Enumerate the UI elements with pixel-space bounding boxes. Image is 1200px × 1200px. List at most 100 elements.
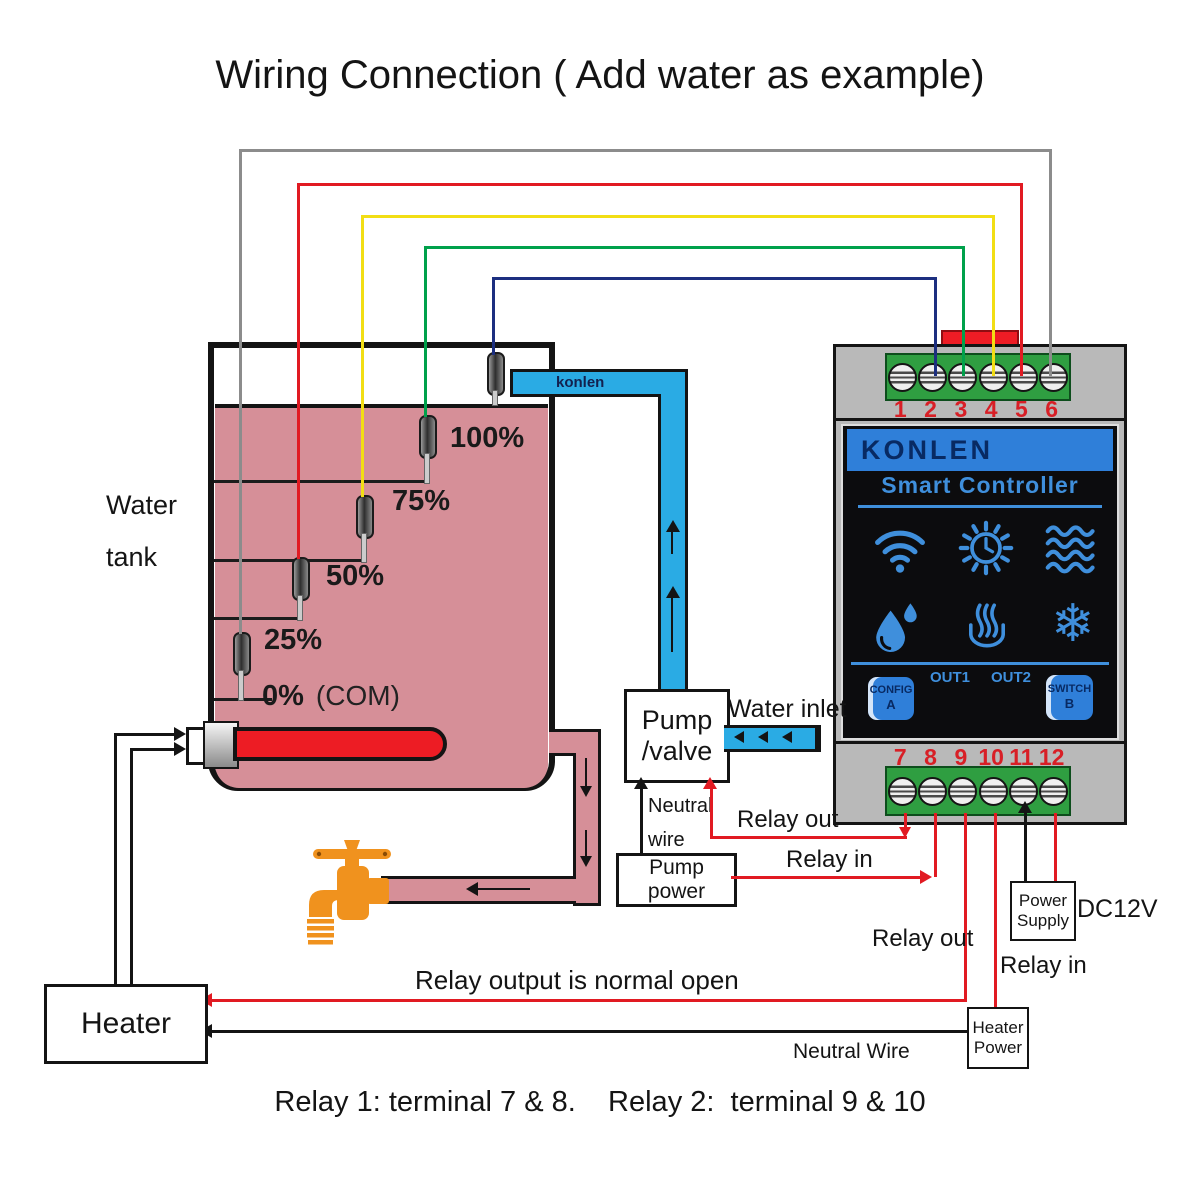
- wire-red-top: [297, 183, 1023, 186]
- level-line-75: [214, 559, 364, 562]
- fill-flow-arrow2-icon: [666, 586, 680, 598]
- wire-red-left: [297, 183, 300, 559]
- wifi-icon: [872, 520, 928, 576]
- terminal-block-bottom: [885, 766, 1071, 816]
- terminal-screw-6: [1038, 362, 1068, 392]
- wire-green-top: [424, 246, 965, 249]
- pump-power-box: Pump power: [616, 853, 737, 907]
- terminal-number-12: 12: [1038, 744, 1065, 770]
- heater-wire2-h: [130, 748, 176, 751]
- switch-b-line1: SWITCH: [1047, 683, 1092, 696]
- terminal-number-10: 10: [978, 744, 1004, 770]
- terminal-screw-2: [918, 362, 948, 392]
- drain-flow-arrow3-icon: [466, 882, 478, 896]
- fill-flow-arrow2-tail: [671, 598, 673, 652]
- fill-flow-arrow-tail: [671, 530, 673, 554]
- wire-navy-left: [492, 277, 495, 355]
- config-a-line2: A: [886, 697, 896, 713]
- terminal-number-2: 2: [924, 396, 937, 422]
- heater-box: Heater: [44, 984, 208, 1064]
- level-label-75: 75%: [392, 485, 451, 517]
- terminal-block-top: [885, 353, 1071, 401]
- wire-red-right: [1020, 183, 1023, 376]
- water-inlet-label: Water inlet: [728, 695, 847, 723]
- relay-out-pump-v2: [710, 788, 713, 839]
- wire-gray-left: [239, 149, 242, 634]
- heater-wire1-h: [114, 733, 176, 736]
- out1-label: OUT1: [929, 669, 970, 686]
- timer-icon: [958, 520, 1014, 576]
- page-title: Wiring Connection ( Add water as example…: [215, 53, 985, 97]
- relay-in-pump-v: [934, 813, 937, 877]
- switch-b-button: SWITCH B: [1046, 675, 1093, 720]
- wire-yellow-right: [992, 215, 995, 376]
- inlet-flow-arrow2: [758, 731, 768, 743]
- sensor-100-stem: [424, 453, 430, 484]
- sensor-25-stem: [238, 670, 244, 701]
- level-label-0: 0% (COM): [262, 680, 400, 713]
- fill-pipe-v: [661, 372, 685, 692]
- pump-neutral-label-line1: Neutral: [648, 795, 713, 817]
- heater-wire2-v: [130, 748, 133, 984]
- neutral-wire-bottom: [212, 1030, 967, 1033]
- power-supply-wire-red: [1054, 813, 1057, 883]
- terminal-screw-8: [918, 776, 948, 806]
- faucet-icon: [307, 840, 391, 945]
- sensor-75-stem: [361, 533, 367, 563]
- terminal-number-8: 8: [924, 744, 937, 770]
- drain-flow-arrow3-tail: [478, 888, 530, 890]
- level-line-50: [214, 617, 300, 620]
- relay-out-pump-arrow-up: [703, 777, 717, 789]
- heater-wire1-arrow: [174, 727, 186, 741]
- heater-box-label: Heater: [80, 1007, 172, 1040]
- wire-yellow-top: [361, 215, 995, 218]
- wire-green-right: [962, 246, 965, 376]
- level-label-50: 50%: [326, 560, 385, 592]
- wire-gray-top: [239, 149, 1052, 152]
- drain-pipe-vert: [576, 732, 598, 903]
- power-supply-line2: Supply: [1017, 911, 1069, 930]
- pump-power-label: Pump power: [647, 856, 706, 903]
- inlet-pipe: [724, 728, 815, 749]
- terminal-number-3: 3: [954, 396, 968, 422]
- snowflake-glyph: ❄: [1051, 594, 1095, 654]
- drain-flow-arrow2-tail: [585, 830, 587, 856]
- terminal-number-7: 7: [893, 744, 907, 770]
- heater-power-box: Heater Power: [967, 1007, 1029, 1069]
- pump-neutral-wire: [640, 788, 643, 854]
- wire-navy-top: [492, 277, 937, 280]
- fill-pipe-h: [513, 372, 685, 394]
- drain-pipe-bottom: [384, 879, 598, 901]
- relay-in-pump-h: [731, 876, 923, 879]
- level-label-25: 25%: [264, 624, 323, 656]
- drain-flow-arrow-tail: [585, 758, 587, 786]
- pipe-brand-label: konlen: [556, 374, 605, 391]
- terminal-number-11: 11: [1009, 744, 1034, 770]
- relay-out-heater-label: Relay out: [872, 925, 974, 952]
- config-a-button: CONFIG A: [868, 677, 914, 720]
- pump-valve-box: Pump /valve: [624, 689, 730, 783]
- brand-bar: KONLEN: [847, 429, 1113, 471]
- terminal-screw-12: [1038, 776, 1068, 806]
- wire-yellow-left: [361, 215, 364, 497]
- inlet-flow-arrow1: [734, 731, 744, 743]
- terminal-screw-9: [948, 776, 978, 806]
- switch-b-line2: B: [1064, 696, 1075, 712]
- neutral-wire-label: Neutral Wire: [793, 1040, 910, 1063]
- heater-power-line2: Power: [973, 1038, 1023, 1057]
- relay-out-pump-h: [712, 836, 907, 839]
- inlet-flow-arrow3: [782, 731, 792, 743]
- wire-navy-right: [934, 277, 937, 376]
- panel-subtitle-underline: [858, 505, 1102, 508]
- terminal-number-9: 9: [954, 744, 968, 770]
- tank-water: [215, 404, 548, 788]
- terminal11-arrow: [1018, 801, 1032, 813]
- terminal-number-5: 5: [1015, 396, 1028, 422]
- water-waves-icon: [1044, 520, 1100, 576]
- level-label-100: 100%: [450, 422, 525, 454]
- level-label-0-com: (COM): [315, 680, 400, 711]
- snowflake-icon: ❄: [1045, 594, 1101, 654]
- terminal-screw-10: [978, 776, 1008, 806]
- terminal-numbers-top: 1 2 3 4 5 6: [885, 396, 1067, 423]
